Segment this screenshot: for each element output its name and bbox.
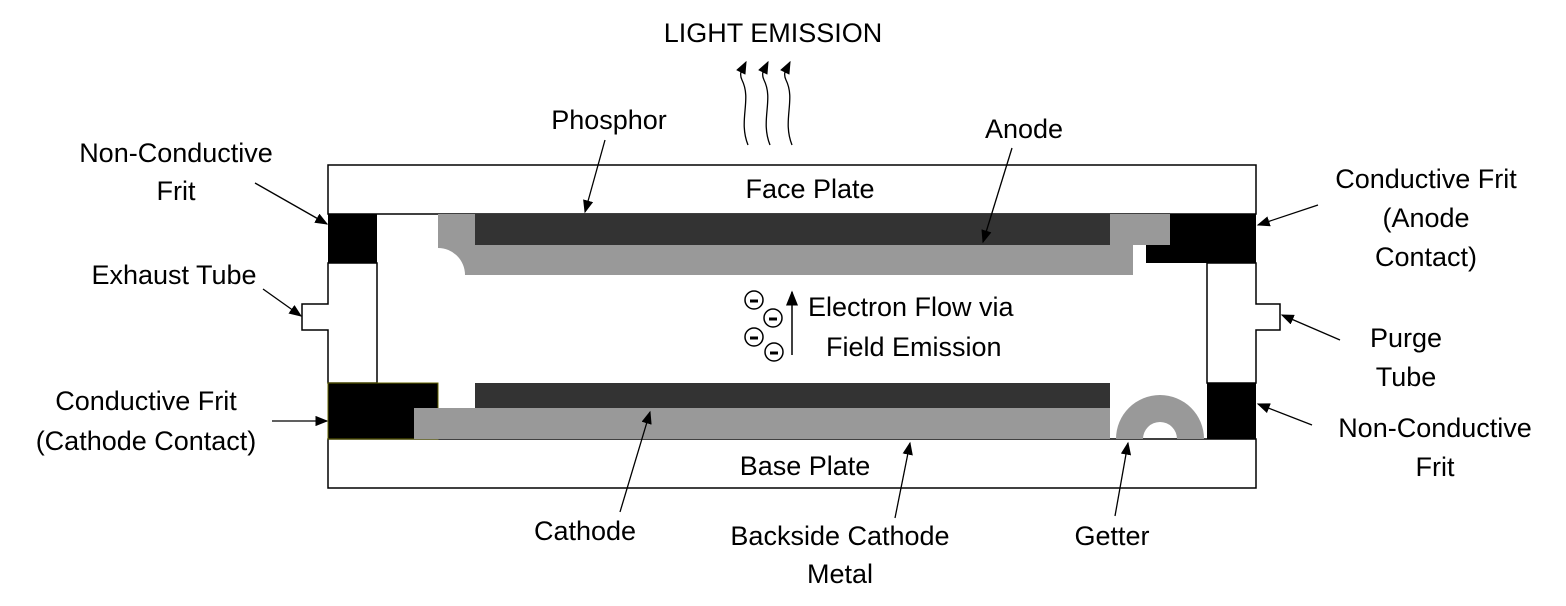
left-wall-exhaust-tube: [301, 262, 378, 384]
non-conductive-frit-left-label-2: Frit: [157, 176, 196, 206]
phosphor-label: Phosphor: [551, 105, 667, 135]
exhaust-tube-label: Exhaust Tube: [91, 260, 256, 290]
leader-lines: [254, 139, 1341, 519]
electron-flow-label-2: Field Emission: [826, 332, 1002, 362]
title-light-emission: LIGHT EMISSION: [664, 18, 883, 48]
face-plate-label: Face Plate: [745, 174, 874, 204]
conductive-frit-anode-label-2: (Anode: [1382, 203, 1469, 233]
purge-tube-label-2: Tube: [1376, 362, 1437, 392]
non-conductive-frit-right: [1207, 383, 1256, 439]
purge-tube-label-1: Purge: [1370, 323, 1442, 353]
base-plate-label: Base Plate: [740, 451, 871, 481]
getter-label: Getter: [1074, 521, 1149, 551]
cathode: [475, 383, 1110, 408]
conductive-frit-cathode-label-2: (Cathode Contact): [36, 426, 257, 456]
light-emission-arrows: [736, 60, 793, 146]
conductive-frit-anode: [1146, 214, 1256, 263]
conductive-frit-anode-label-1: Conductive Frit: [1335, 164, 1517, 194]
non-conductive-frit-left: [328, 214, 377, 263]
conductive-frit-cathode-label-1: Conductive Frit: [55, 386, 237, 416]
electron-flow-label-1: Electron Flow via: [808, 292, 1015, 322]
right-wall-purge-tube: [1206, 262, 1281, 384]
base-plate: [327, 438, 1257, 489]
getter: [1116, 395, 1204, 439]
non-conductive-frit-left-label-1: Non-Conductive: [79, 138, 273, 168]
anode-label: Anode: [985, 114, 1063, 144]
backside-cathode-metal: [414, 408, 1110, 439]
non-conductive-frit-right-label-1: Non-Conductive: [1338, 413, 1532, 443]
non-conductive-frit-right-label-2: Frit: [1416, 452, 1455, 482]
face-plate: [327, 164, 1257, 215]
phosphor: [475, 214, 1110, 245]
backside-cathode-metal-label-1: Backside Cathode: [730, 521, 949, 551]
conductive-frit-anode-label-3: Contact): [1375, 242, 1477, 272]
electrons-icon: [744, 290, 784, 362]
backside-cathode-metal-label-2: Metal: [807, 559, 873, 589]
cathode-label: Cathode: [534, 516, 636, 546]
